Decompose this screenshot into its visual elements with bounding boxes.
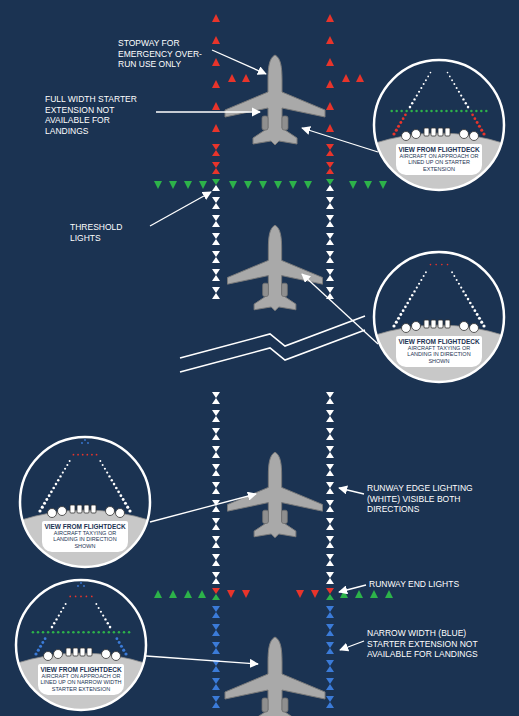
view-description: AIRCRAFT TAXYING OR LANDING IN DIRECTION… [397, 345, 481, 364]
flightdeck-view: VIEW FROM FLIGHTDECKAIRCRAFT ON APPROACH… [372, 58, 506, 192]
leader-line [212, 50, 266, 74]
aircraft-symbol [225, 637, 325, 716]
view-description: AIRCRAFT TAXYING OR LANDING IN DIRECTION… [43, 530, 127, 549]
aircraft [225, 55, 325, 716]
view-description: AIRCRAFT ON APPROACH OR LINED UP ON NARR… [39, 673, 123, 692]
caption-panel: VIEW FROM FLIGHTDECKAIRCRAFT ON APPROACH… [396, 144, 482, 175]
view-heading: VIEW FROM FLIGHTDECK [397, 338, 481, 345]
callout-label: THRESHOLD LIGHTS [70, 222, 150, 243]
flightdeck-view: VIEW FROM FLIGHTDECKAIRCRAFT TAXYING OR … [372, 250, 506, 384]
aircraft-symbol [228, 225, 323, 311]
leader-lines [146, 50, 378, 664]
flightdeck-view: VIEW FROM FLIGHTDECKAIRCRAFT ON APPROACH… [14, 578, 148, 712]
leader-line [339, 488, 364, 494]
break-symbol [180, 316, 365, 372]
leader-line [150, 494, 256, 522]
view-description: AIRCRAFT ON APPROACH OR LINED UP ON STAR… [397, 153, 481, 172]
leader-line [302, 274, 378, 344]
caption-panel: VIEW FROM FLIGHTDECKAIRCRAFT TAXYING OR … [42, 521, 128, 552]
flightdeck-view: VIEW FROM FLIGHTDECKAIRCRAFT TAXYING OR … [18, 435, 152, 569]
aircraft-symbol [225, 55, 325, 145]
callout-label: NARROW WIDTH (BLUE) STARTER EXTENSION NO… [367, 628, 495, 660]
view-heading: VIEW FROM FLIGHTDECK [39, 666, 123, 673]
callout-label: FULL WIDTH STARTER EXTENSION NOT AVAILAB… [45, 94, 153, 137]
caption-panel: VIEW FROM FLIGHTDECKAIRCRAFT ON APPROACH… [38, 664, 124, 695]
aircraft-symbol [228, 452, 323, 538]
leader-line [339, 585, 366, 592]
caption-panel: VIEW FROM FLIGHTDECKAIRCRAFT TAXYING OR … [396, 336, 482, 367]
leader-line [150, 192, 211, 226]
callout-label: STOPWAY FOR EMERGENCY OVER-RUN USE ONLY [118, 38, 210, 70]
callout-label: RUNWAY END LIGHTS [369, 579, 479, 590]
view-heading: VIEW FROM FLIGHTDECK [397, 146, 481, 153]
view-heading: VIEW FROM FLIGHTDECK [43, 523, 127, 530]
runway-lights [154, 14, 393, 708]
callout-label: RUNWAY EDGE LIGHTING (WHITE) VISIBLE BOT… [367, 483, 492, 515]
leader-line [156, 111, 260, 112]
leader-line [302, 128, 378, 152]
leader-line [146, 656, 258, 664]
leader-line [340, 641, 364, 650]
